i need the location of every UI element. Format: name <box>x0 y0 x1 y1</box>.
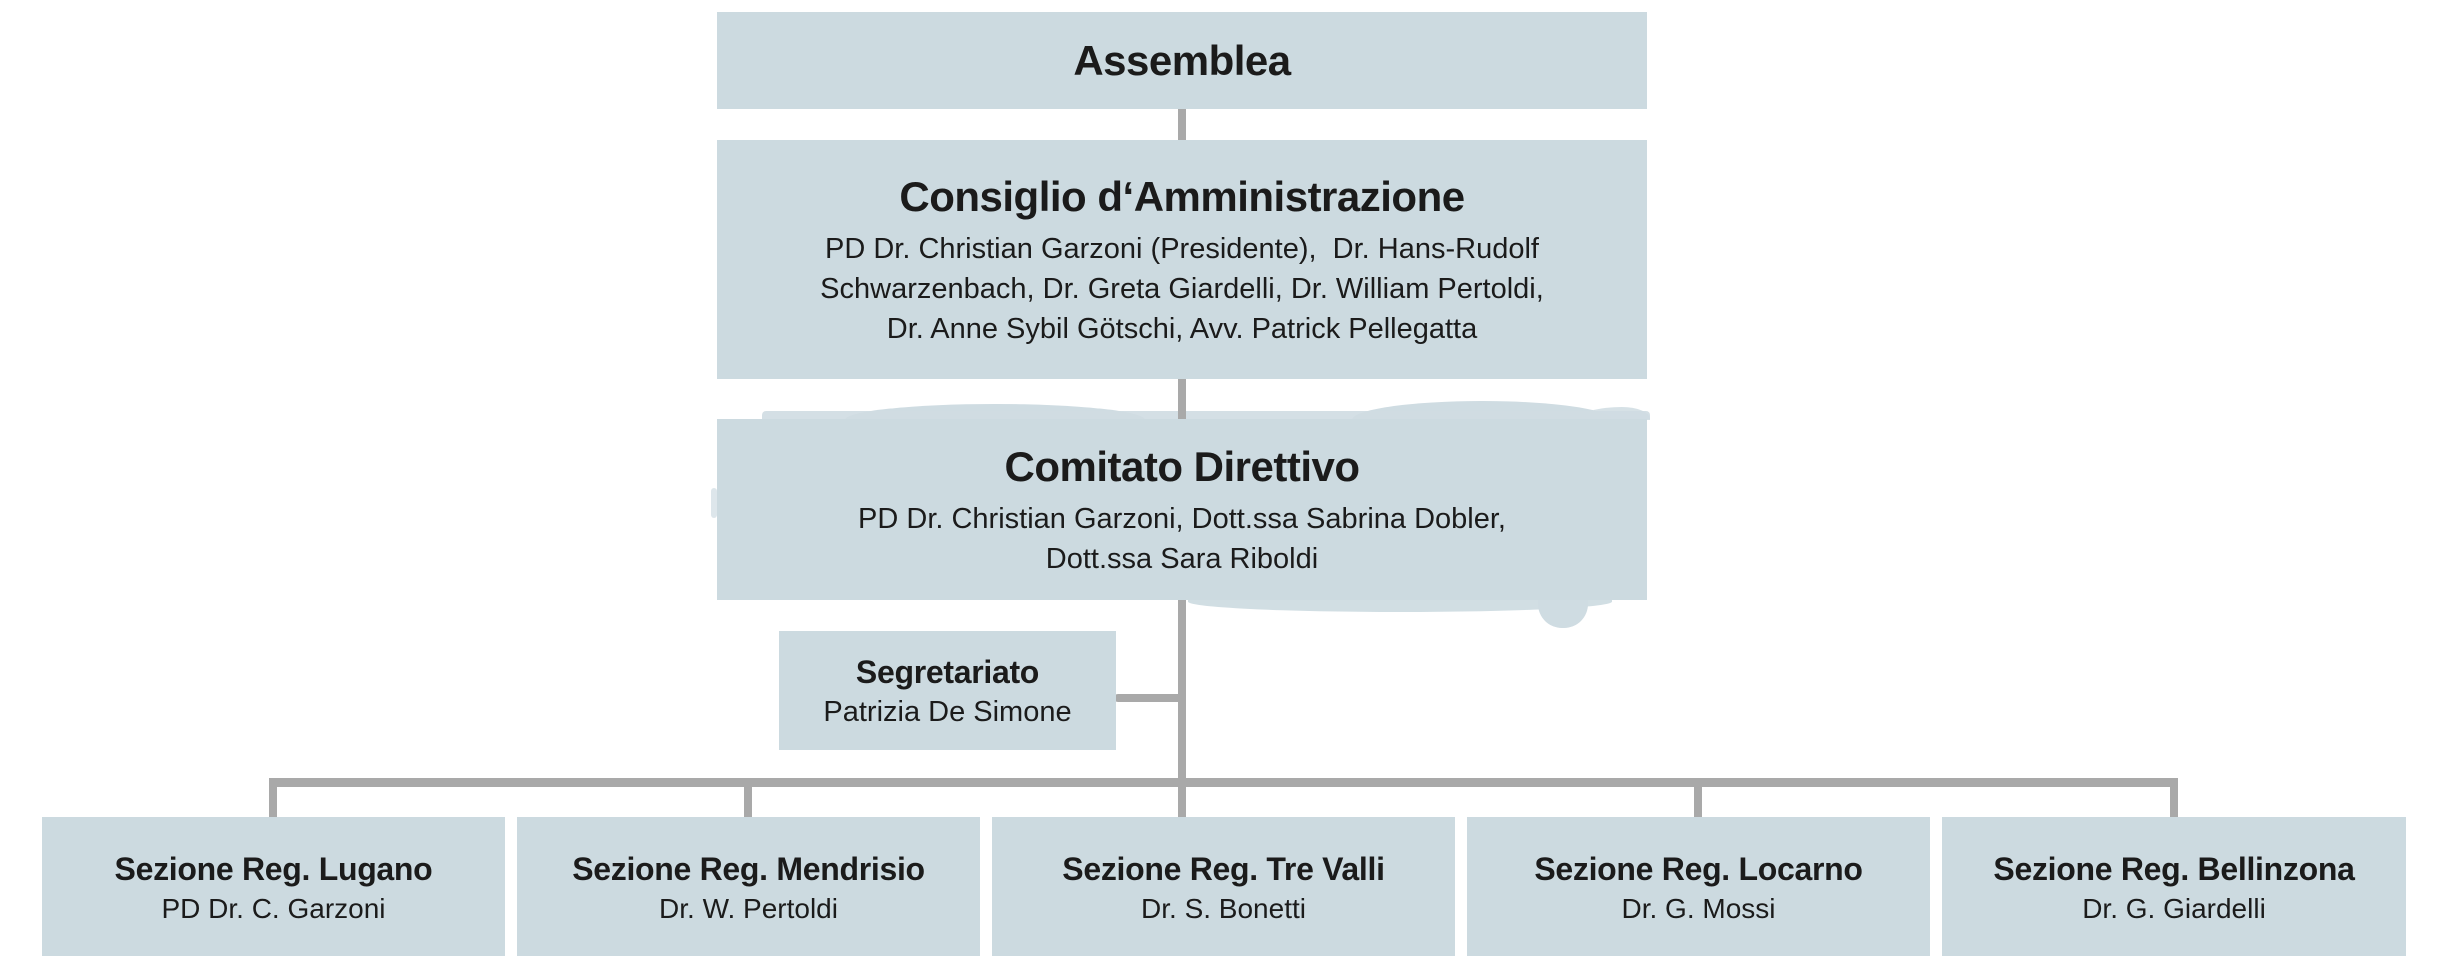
connector-drop-lugano <box>269 778 277 817</box>
sezione-head: Dr. W. Pertoldi <box>659 892 838 924</box>
sezione-mendrisio-box: Sezione Reg. Mendrisio Dr. W. Pertoldi <box>517 817 980 956</box>
sezione-locarno-box: Sezione Reg. Locarno Dr. G. Mossi <box>1467 817 1930 956</box>
sezione-title: Sezione Reg. Mendrisio <box>572 850 925 887</box>
sezione-head: PD Dr. C. Garzoni <box>161 892 386 924</box>
consiglio-amministrazione-box: Consiglio d‘Amministrazione PD Dr. Chris… <box>717 140 1647 379</box>
sezione-title: Sezione Reg. Locarno <box>1534 850 1863 887</box>
sezione-trevalli-box: Sezione Reg. Tre Valli Dr. S. Bonetti <box>992 817 1455 956</box>
sezione-head: Dr. G. Mossi <box>1621 892 1776 924</box>
comitato-members-line: Dott.ssa Sara Riboldi <box>1045 542 1319 575</box>
connector-drop-bellinzona <box>2170 778 2178 817</box>
consiglio-members-line: Dr. Anne Sybil Götschi, Avv. Patrick Pel… <box>886 312 1478 345</box>
connector-drop-mendrisio <box>744 778 752 817</box>
sezione-title: Sezione Reg. Tre Valli <box>1062 850 1385 887</box>
connector-comitato-sezioni <box>1178 600 1186 817</box>
connector-horizontal-bus <box>269 778 2178 787</box>
connector-drop-locarno <box>1694 778 1702 817</box>
segretariato-box: Segretariato Patrizia De Simone <box>779 631 1116 750</box>
sezione-head: Dr. S. Bonetti <box>1141 892 1306 924</box>
sezione-head: Dr. G. Giardelli <box>2082 892 2266 924</box>
connector-segretariato <box>1114 694 1186 702</box>
assemblea-box: Assemblea <box>717 12 1647 109</box>
assemblea-title: Assemblea <box>1073 36 1291 84</box>
brush-smudge <box>1538 599 1588 628</box>
segretariato-member: Patrizia De Simone <box>823 695 1072 728</box>
consiglio-members-line: Schwarzenbach, Dr. Greta Giardelli, Dr. … <box>820 272 1544 305</box>
comitato-title: Comitato Direttivo <box>1004 442 1360 490</box>
sezione-lugano-box: Sezione Reg. Lugano PD Dr. C. Garzoni <box>42 817 505 956</box>
sezione-bellinzona-box: Sezione Reg. Bellinzona Dr. G. Giardelli <box>1942 817 2406 956</box>
sezione-title: Sezione Reg. Lugano <box>114 850 433 887</box>
comitato-direttivo-box: Comitato Direttivo PD Dr. Christian Garz… <box>717 419 1647 600</box>
consiglio-title: Consiglio d‘Amministrazione <box>899 172 1465 220</box>
comitato-members-line: PD Dr. Christian Garzoni, Dott.ssa Sabri… <box>858 502 1506 535</box>
brush-smudge <box>711 488 717 518</box>
consiglio-members-line: PD Dr. Christian Garzoni (Presidente), D… <box>825 232 1539 265</box>
segretariato-title: Segretariato <box>855 653 1040 690</box>
brush-smudge <box>762 411 1650 420</box>
connector-consiglio-comitato <box>1178 379 1186 419</box>
sezione-title: Sezione Reg. Bellinzona <box>1993 850 2355 887</box>
connector-assemblea-consiglio <box>1178 109 1186 140</box>
brush-smudge <box>1188 599 1612 612</box>
